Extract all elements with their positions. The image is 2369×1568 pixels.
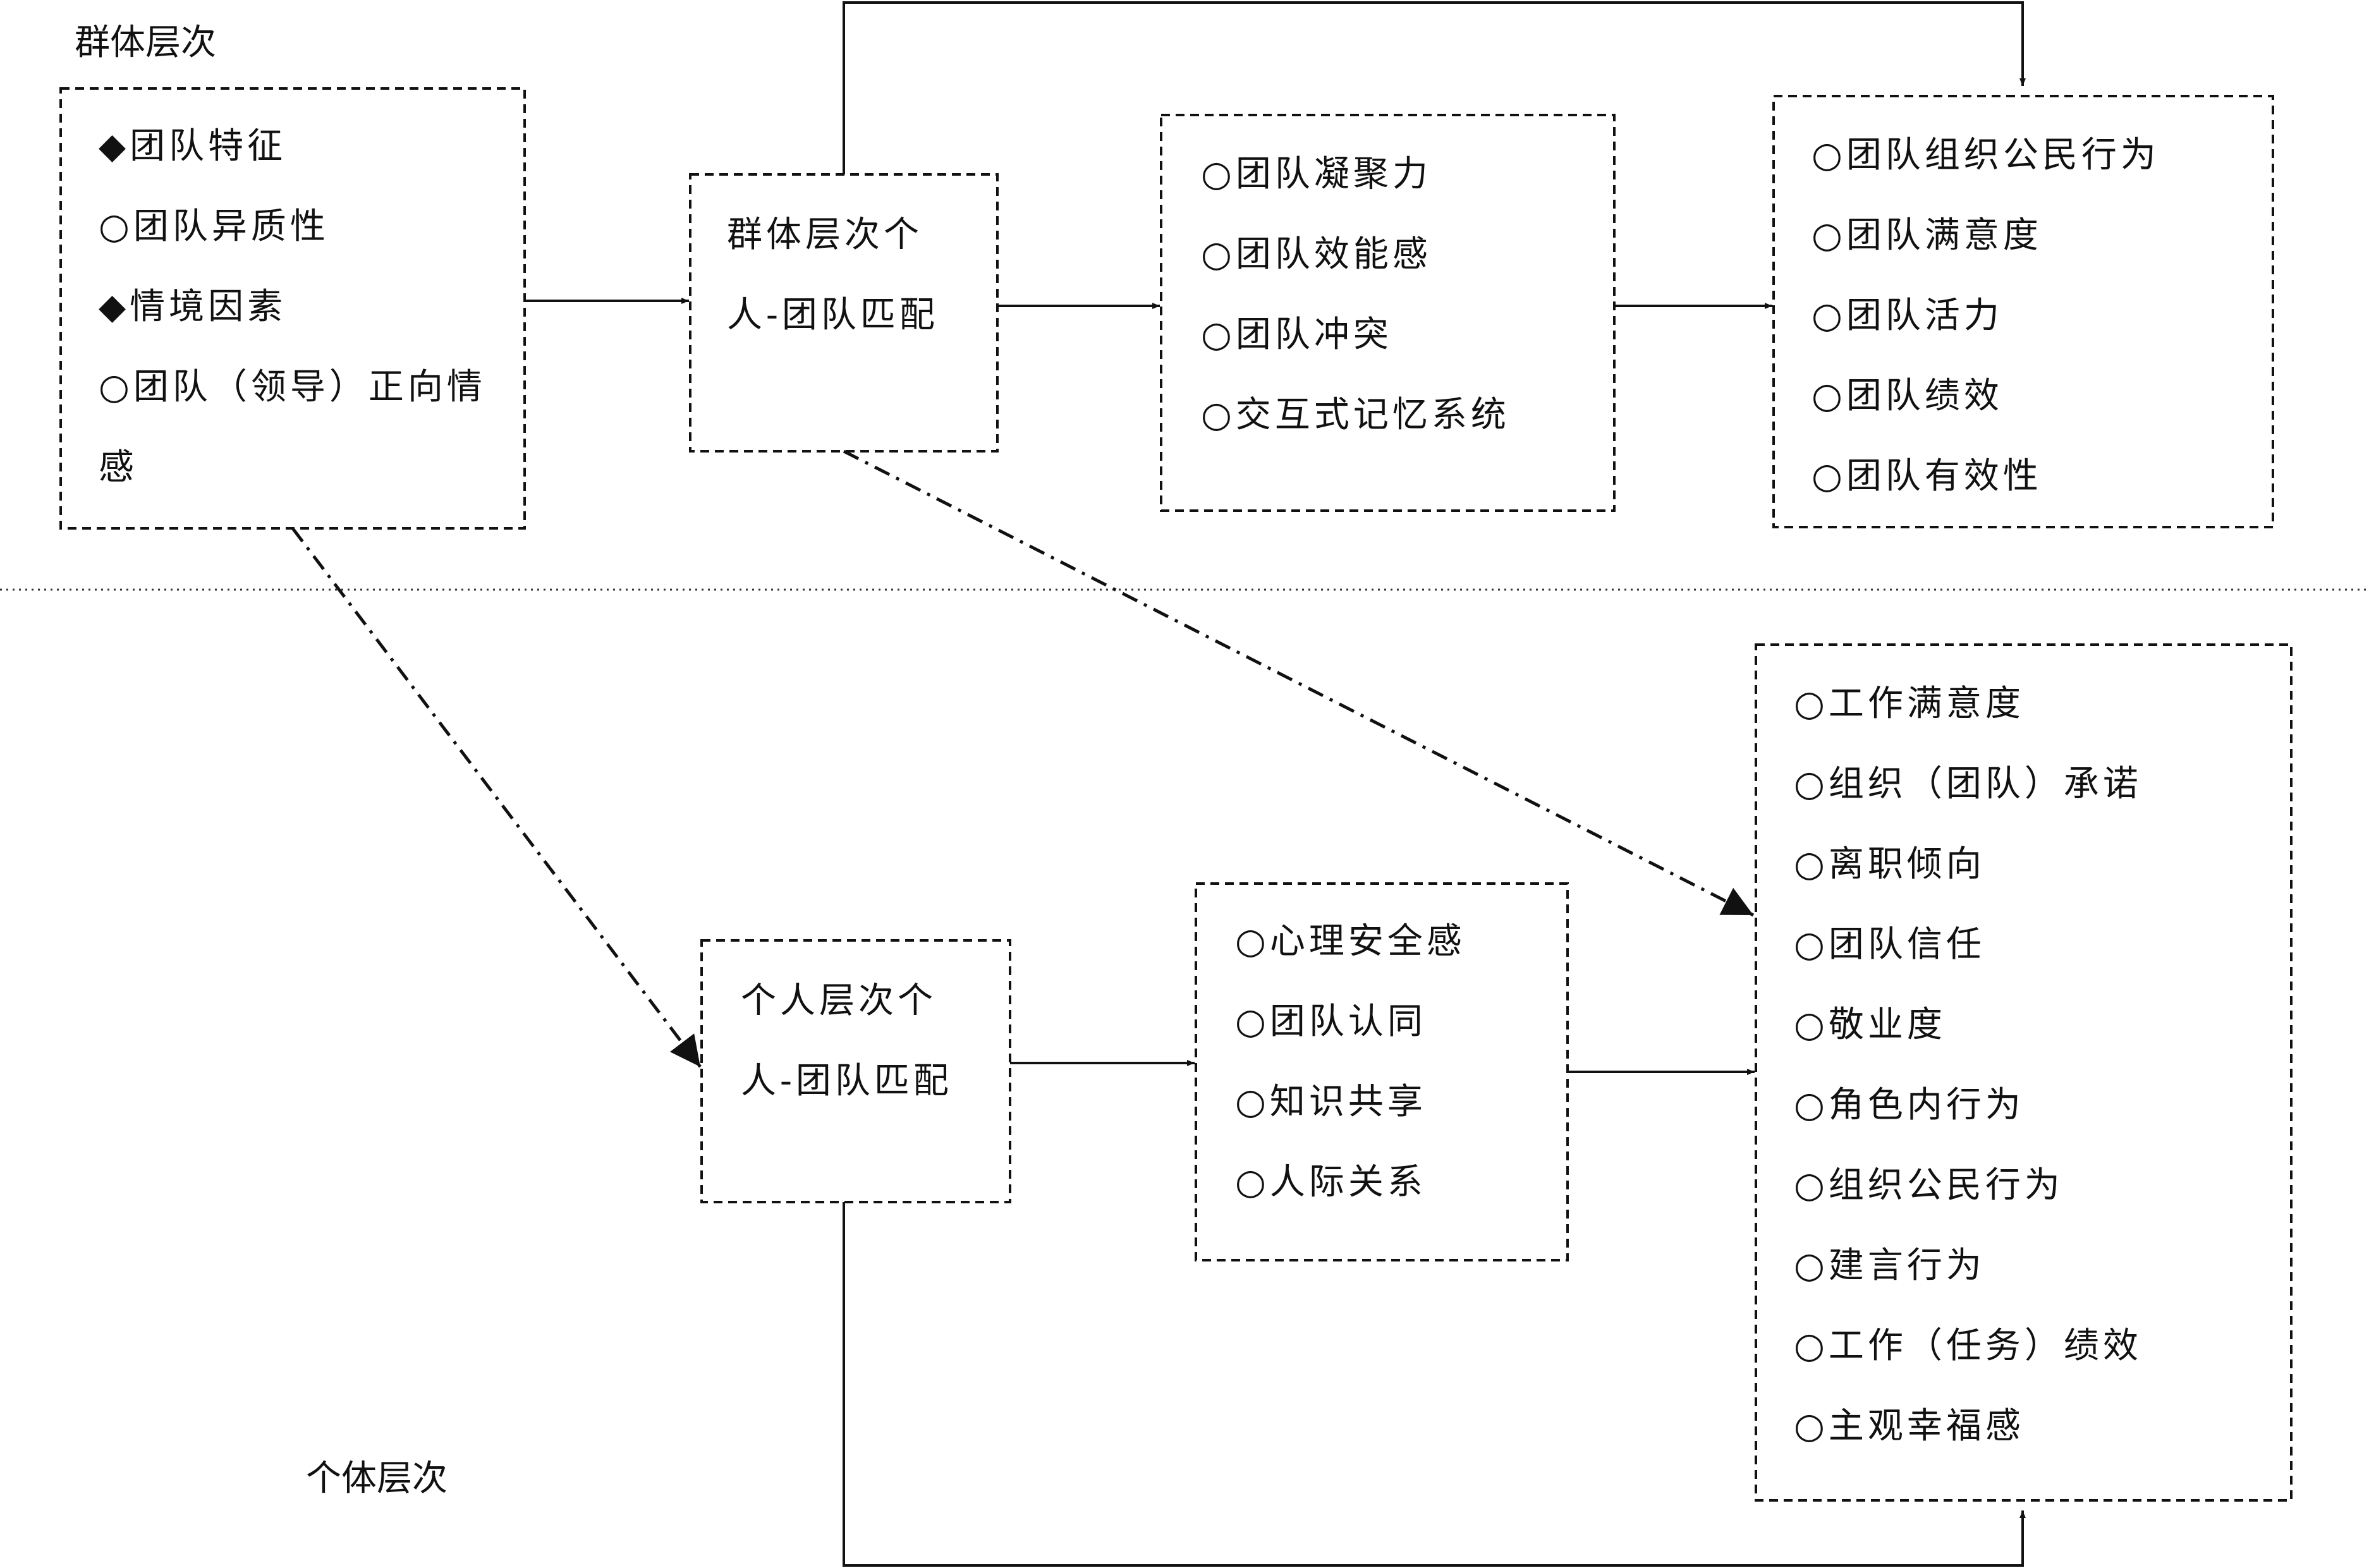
arrow-group-fit-to-group-outcomes-top: [843, 1, 2026, 174]
group-mediator-item: ○团队凝聚力: [1201, 154, 1432, 195]
individual-mediator-item: ○团队认同: [1235, 1001, 1427, 1042]
group-outcome-item: ○团队绩效: [1812, 375, 2003, 416]
group-outcome-item: ○团队满意度: [1812, 215, 2042, 256]
antecedent-item: ◆情境因素: [99, 286, 287, 327]
arrow-individual-fit-to-individual-outcomes-bottom: [843, 1202, 2026, 1567]
group-fit-line: 群体层次个: [727, 214, 923, 255]
individual-outcomes-box: ○工作满意度 ○组织（团队）承诺 ○离职倾向 ○团队信任 ○敬业度 ○角色内行为…: [1794, 686, 2287, 1495]
individual-outcome-item: ○敬业度: [1794, 1004, 1946, 1045]
individual-outcome-item: ○离职倾向: [1794, 844, 1985, 885]
individual-level-label: 个体层次: [306, 1458, 448, 1499]
group-mediator-item: ○交互式记忆系统: [1201, 394, 1510, 435]
individual-mediators-box: ○心理安全感 ○团队认同 ○知识共享 ○人际关系: [1235, 924, 1564, 1253]
individual-outcome-item: ○团队信任: [1794, 924, 1985, 965]
individual-mediator-item: ○知识共享: [1235, 1081, 1427, 1122]
individual-outcome-item: ○组织（团队）承诺: [1794, 763, 2142, 805]
individual-mediator-item: ○心理安全感: [1235, 921, 1466, 962]
group-mediator-item: ○团队效能感: [1201, 234, 1432, 275]
antecedent-item: ○团队异质性: [99, 206, 329, 247]
antecedent-item: 感: [99, 447, 138, 488]
group-mediators-box: ○团队凝聚力 ○团队效能感 ○团队冲突 ○交互式记忆系统: [1201, 157, 1605, 485]
individual-fit-box: 个人层次个 人-团队匹配: [741, 983, 1006, 1173]
arrow-group-fit-to-individual-outcomes: [843, 449, 1755, 917]
arrow-antecedents-to-individual-fit: [291, 527, 702, 1068]
individual-outcome-item: ○主观幸福感: [1794, 1406, 2025, 1447]
individual-outcomes-box-border: [1755, 643, 2293, 1502]
group-level-label: 群体层次: [75, 22, 216, 63]
individual-outcome-item: ○工作满意度: [1794, 683, 2025, 724]
group-fit-line: 人-团队匹配: [727, 295, 939, 336]
group-mediators-box-border: [1160, 114, 1616, 512]
individual-outcome-item: ○角色内行为: [1794, 1085, 2025, 1126]
group-outcome-item: ○团队有效性: [1812, 456, 2042, 497]
group-outcomes-box-border: [1772, 95, 2274, 528]
individual-fit-line: 人-团队匹配: [741, 1061, 953, 1102]
antecedent-item: ○团队（领导）正向情: [99, 367, 486, 408]
group-outcome-item: ○团队活力: [1812, 295, 2003, 336]
individual-fit-box-border: [700, 939, 1011, 1203]
individual-outcome-item: ○组织公民行为: [1794, 1165, 2064, 1206]
antecedents-box: ◆团队特征 ○团队异质性 ◆情境因素 ○团队（领导）正向情 感: [99, 129, 528, 521]
group-mediator-item: ○团队冲突: [1201, 314, 1392, 355]
individual-outcome-item: ○建言行为: [1794, 1245, 1985, 1286]
individual-mediator-item: ○人际关系: [1235, 1162, 1427, 1203]
individual-outcome-item: ○工作（任务）绩效: [1794, 1325, 2142, 1366]
individual-fit-line: 个人层次个: [741, 980, 937, 1021]
group-outcomes-box: ○团队组织公民行为 ○团队满意度 ○团队活力 ○团队绩效 ○团队有效性: [1812, 138, 2267, 517]
antecedent-item: ◆团队特征: [99, 126, 287, 167]
group-outcome-item: ○团队组织公民行为: [1812, 135, 2160, 176]
group-fit-box: 群体层次个 人-团队匹配: [727, 217, 992, 407]
